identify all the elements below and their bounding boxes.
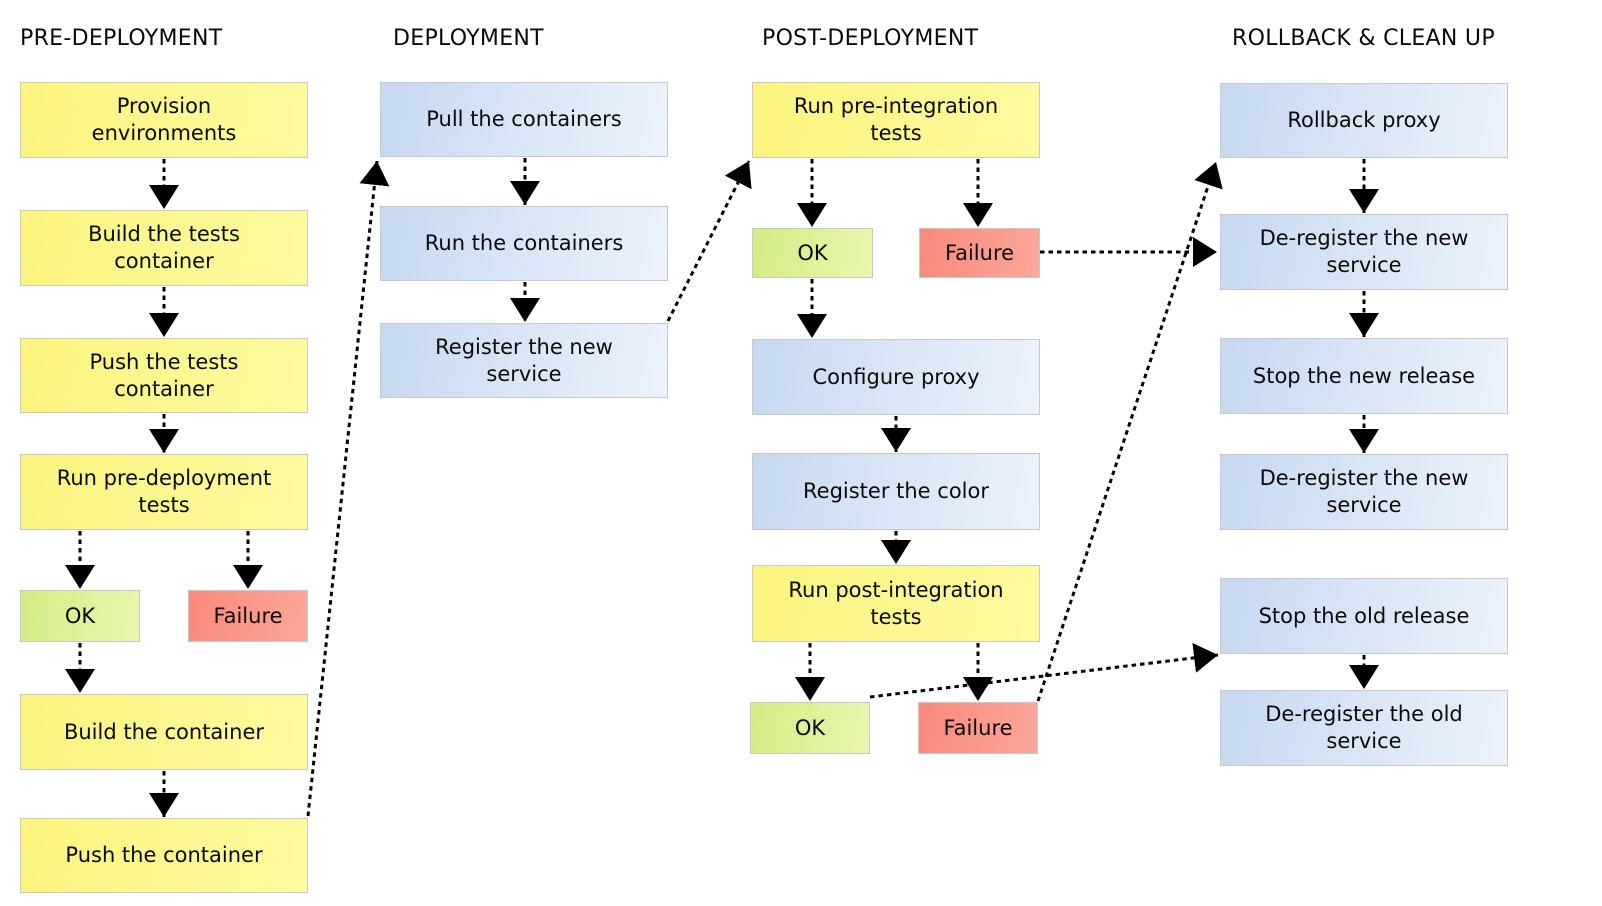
node-run-pre-integration-tests: Run pre-integration tests <box>752 82 1040 158</box>
node-label: Run pre-integration tests <box>793 94 999 145</box>
node-label: Configure proxy <box>812 364 980 389</box>
node-label: Push the container <box>65 843 263 867</box>
node-label: Stop the new release <box>1252 363 1476 388</box>
node-label: Build the tests container <box>88 222 240 273</box>
column-header-deployment: DEPLOYMENT <box>393 26 544 51</box>
node-label: OK <box>794 715 826 740</box>
node-label: De-register the old service <box>1265 702 1463 753</box>
node-label: De-register the new service <box>1259 226 1469 277</box>
column-header-post-deployment: POST-DEPLOYMENT <box>762 26 979 51</box>
column-header-pre-deployment: PRE-DEPLOYMENT <box>20 26 223 51</box>
node-label: Run the containers <box>424 231 624 255</box>
node-label: Register the color <box>803 479 989 503</box>
node-stop-old-release: Stop the old release <box>1220 578 1508 654</box>
node-configure-proxy: Configure proxy <box>752 339 1040 415</box>
node-deregister-new-service-2: De-register the new service <box>1220 454 1508 530</box>
node-label: OK <box>797 240 828 265</box>
node-pre-deploy-ok: OK <box>20 590 140 642</box>
node-label: OK <box>64 603 96 628</box>
connector-post-int-failure-to-rollback-proxy <box>1036 161 1223 702</box>
node-label: Register the new service <box>435 334 613 386</box>
node-label: Build the container <box>63 719 265 744</box>
node-pre-deploy-failure: Failure <box>188 590 308 642</box>
node-label: Failure <box>944 240 1015 265</box>
column-header-rollback-clean-up: ROLLBACK & CLEAN UP <box>1232 26 1495 51</box>
node-pre-int-ok: OK <box>752 228 873 278</box>
node-label: Run post-integration tests <box>788 577 1004 629</box>
node-push-tests-container: Push the tests container <box>20 338 308 413</box>
node-run-post-integration-tests: Run post-integration tests <box>752 565 1040 642</box>
node-post-int-failure: Failure <box>918 702 1038 754</box>
node-label: Rollback proxy <box>1287 108 1441 132</box>
node-label: Provision environments <box>91 94 237 145</box>
node-pull-containers: Pull the containers <box>380 82 668 157</box>
node-deregister-new-service: De-register the new service <box>1220 214 1508 290</box>
node-push-container: Push the container <box>20 818 308 893</box>
node-rollback-proxy: Rollback proxy <box>1220 83 1508 158</box>
node-register-new-service: Register the new service <box>380 323 668 398</box>
node-label: Pull the containers <box>426 107 622 131</box>
connector-register-new-service-to-run-pre-integration-tests <box>666 160 752 322</box>
node-run-pre-deployment-tests: Run pre-deployment tests <box>20 454 308 530</box>
node-build-tests-container: Build the tests container <box>20 210 308 286</box>
node-provision-environments: Provision environments <box>20 82 308 158</box>
node-label: Failure <box>943 715 1013 740</box>
node-label: Run pre-deployment tests <box>56 466 272 517</box>
node-stop-new-release: Stop the new release <box>1220 338 1508 414</box>
node-build-container: Build the container <box>20 694 308 770</box>
node-label: De-register the new service <box>1259 466 1469 517</box>
node-run-containers: Run the containers <box>380 206 668 281</box>
node-label: Push the tests container <box>89 349 239 401</box>
node-pre-int-failure: Failure <box>919 228 1040 278</box>
connector-post-int-ok-to-stop-old-release <box>869 642 1219 699</box>
node-deregister-old-service: De-register the old service <box>1220 690 1508 766</box>
connector-push-container-to-pull-containers <box>306 160 390 817</box>
node-label: Failure <box>213 603 283 628</box>
node-post-int-ok: OK <box>750 702 870 754</box>
node-label: Stop the old release <box>1258 603 1470 628</box>
node-register-color: Register the color <box>752 453 1040 530</box>
